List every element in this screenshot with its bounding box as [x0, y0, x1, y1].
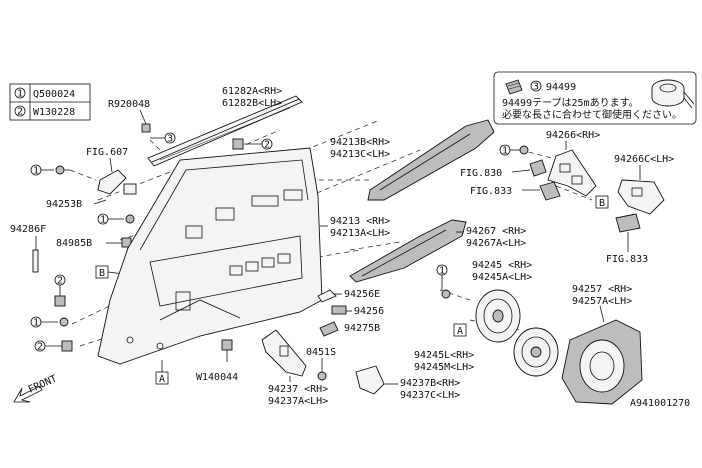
clip-r920048 [141, 123, 151, 133]
tape-callout-num: 3 [533, 82, 539, 93]
label-94213: 94213 <RH> [330, 216, 390, 227]
label-94213b: 94213B<RH> [330, 137, 390, 148]
legend-num-2: 2 [17, 107, 23, 118]
switch-fig833-upper [539, 181, 561, 201]
label-0451s: 0451S [306, 347, 336, 358]
label-94245a: 94245A<LH> [472, 272, 532, 283]
label-94256e: 94256E [344, 289, 380, 300]
callout-2-lower: 2 [37, 342, 43, 353]
switch-bracket-94266c [617, 179, 665, 215]
callout-1-mid: 1 [100, 215, 106, 226]
screw-speaker [441, 289, 451, 299]
label-94237a: 94237A<LH> [268, 396, 328, 407]
tape-note-line2: 必要な長さに合わせて御使用ください。 [502, 108, 682, 121]
switch-fig830 [529, 159, 547, 177]
legend-code-1: Q500024 [33, 89, 75, 100]
label-94286f: 94286F [10, 224, 46, 235]
speaker-94245 [475, 289, 521, 343]
switch-bracket-94266 [547, 149, 597, 197]
legend-code-2: W130228 [33, 107, 75, 118]
clip-94275b [319, 321, 339, 337]
label-94257: 94257 <RH> [572, 284, 632, 295]
label-94213a: 94213A<LH> [330, 228, 390, 239]
clip-94256 [331, 305, 347, 315]
grommet-lower [61, 340, 73, 352]
speaker-grille-94257 [561, 319, 643, 405]
label-fig833-lower: FIG.833 [606, 254, 648, 265]
bracket-94237b [355, 365, 385, 395]
label-84985b: 84985B [56, 238, 92, 249]
label-94275b: 94275B [344, 323, 380, 334]
weatherstrip-61282 [147, 95, 303, 167]
callout-2-top: 2 [264, 140, 270, 151]
label-94213c: 94213C<LH> [330, 149, 390, 160]
diagram-id: A941001270 [630, 398, 690, 409]
tape-part-number: 94499 [546, 82, 576, 93]
label-94245l: 94245L<RH> [414, 350, 474, 361]
label-r920048: R920048 [108, 99, 150, 110]
tape-note-box: 3 94499 94499テープは25mあります。 必要な長さに合わせて御使用く… [493, 71, 697, 125]
label-94237b: 94237B<RH> [400, 378, 460, 389]
legend-num-1: 1 [17, 89, 23, 100]
label-94237: 94237 <RH> [268, 384, 328, 395]
door-trim-panel-94213 [97, 147, 323, 365]
screw-lower [59, 317, 69, 327]
callout-a-right: A [457, 326, 463, 337]
callout-b-left: B [99, 268, 105, 279]
switch-fig833-lower [615, 213, 641, 233]
label-fig607: FIG.607 [86, 147, 128, 158]
callout-1-speaker: 1 [439, 266, 445, 277]
label-94253b: 94253B [46, 199, 82, 210]
callout-1-upper: 1 [33, 166, 39, 177]
screw-w140044 [221, 339, 233, 362]
label-94257a: 94257A<LH> [572, 296, 632, 307]
armrest-trim-94267 [349, 219, 467, 283]
label-94237c: 94237C<LH> [400, 390, 460, 401]
front-label: FRONT [27, 373, 59, 395]
callout-a-left: A [159, 374, 165, 385]
legend-box: 1 Q500024 2 W130228 [9, 83, 91, 121]
label-w140044: W140044 [196, 372, 238, 383]
screw-mid [125, 214, 135, 224]
label-61282b: 61282B<LH> [222, 98, 282, 109]
label-94256: 94256 [354, 306, 384, 317]
label-94245m: 94245M<LH> [414, 362, 474, 373]
screw-0451s [317, 371, 327, 381]
label-94266: 94266<RH> [546, 130, 600, 141]
grommet-upper [54, 295, 66, 307]
front-arrow-icon [13, 385, 43, 403]
callout-2-upper: 2 [57, 276, 63, 287]
screw-upper [55, 165, 70, 175]
screw-right [519, 145, 529, 155]
speaker-94245l [513, 327, 559, 377]
callout-1-lower: 1 [33, 318, 39, 329]
bracket-94237 [261, 329, 307, 377]
callout-1-right: 1 [502, 146, 508, 157]
label-94245: 94245 <RH> [472, 260, 532, 271]
label-61282a: 61282A<RH> [222, 86, 282, 97]
callout-b-right: B [599, 198, 605, 209]
label-94266c: 94266C<LH> [614, 154, 674, 165]
grommet-top [232, 138, 244, 150]
label-94267: 94267 <RH> [466, 226, 526, 237]
clip-94256e [317, 289, 337, 303]
bracket-fig607 [97, 169, 137, 195]
trim-strip-94213b [367, 119, 495, 201]
callout-3: 3 [167, 134, 173, 145]
tape-note-line1: 94499テープは25mあります。 [502, 97, 639, 109]
rod-94286f [32, 249, 39, 273]
label-94267a: 94267A<LH> [466, 238, 526, 249]
label-fig833-upper: FIG.833 [470, 186, 512, 197]
label-fig830: FIG.830 [460, 168, 502, 179]
